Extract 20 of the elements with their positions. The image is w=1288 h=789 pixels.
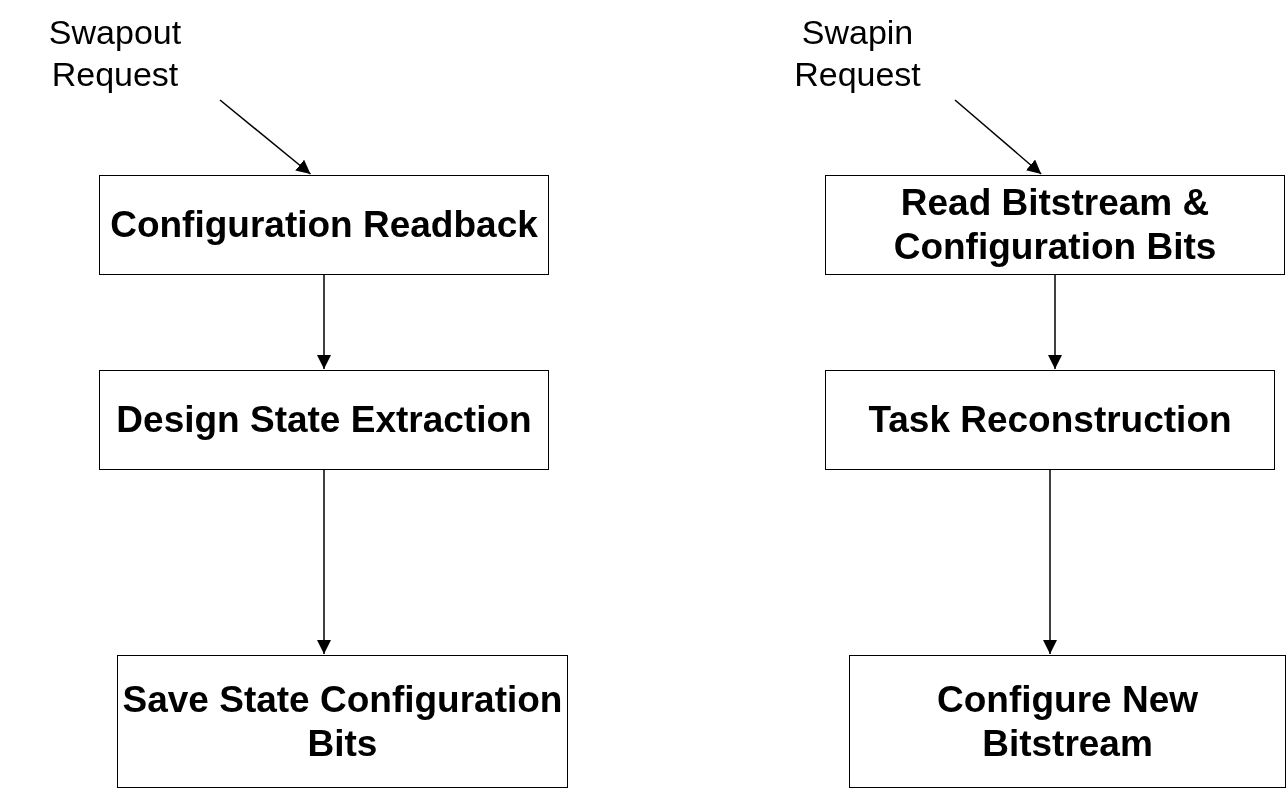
arrow [954, 99, 1042, 175]
step-text: Design State Extraction [116, 398, 532, 442]
process-box [117, 655, 568, 788]
step-text: Save State Configuration Bits [121, 677, 564, 766]
step-text: Configure New Bitstream [935, 677, 1200, 766]
process-box [849, 655, 1286, 788]
arrow [317, 274, 331, 370]
step-text: Task Reconstruction [868, 398, 1232, 442]
process-box [99, 370, 549, 470]
arrow [317, 469, 331, 655]
step-text: Configuration Readback [110, 203, 538, 247]
process-box [825, 370, 1275, 470]
arrow [219, 99, 312, 175]
request-label: Swapin Request [793, 11, 922, 95]
process-box [825, 175, 1285, 275]
step-text: Read Bitstream & Configuration Bits [892, 181, 1218, 269]
request-label: Swapout Request [47, 11, 183, 95]
process-box [99, 175, 549, 275]
arrow [1043, 469, 1057, 655]
arrow [1048, 274, 1062, 370]
